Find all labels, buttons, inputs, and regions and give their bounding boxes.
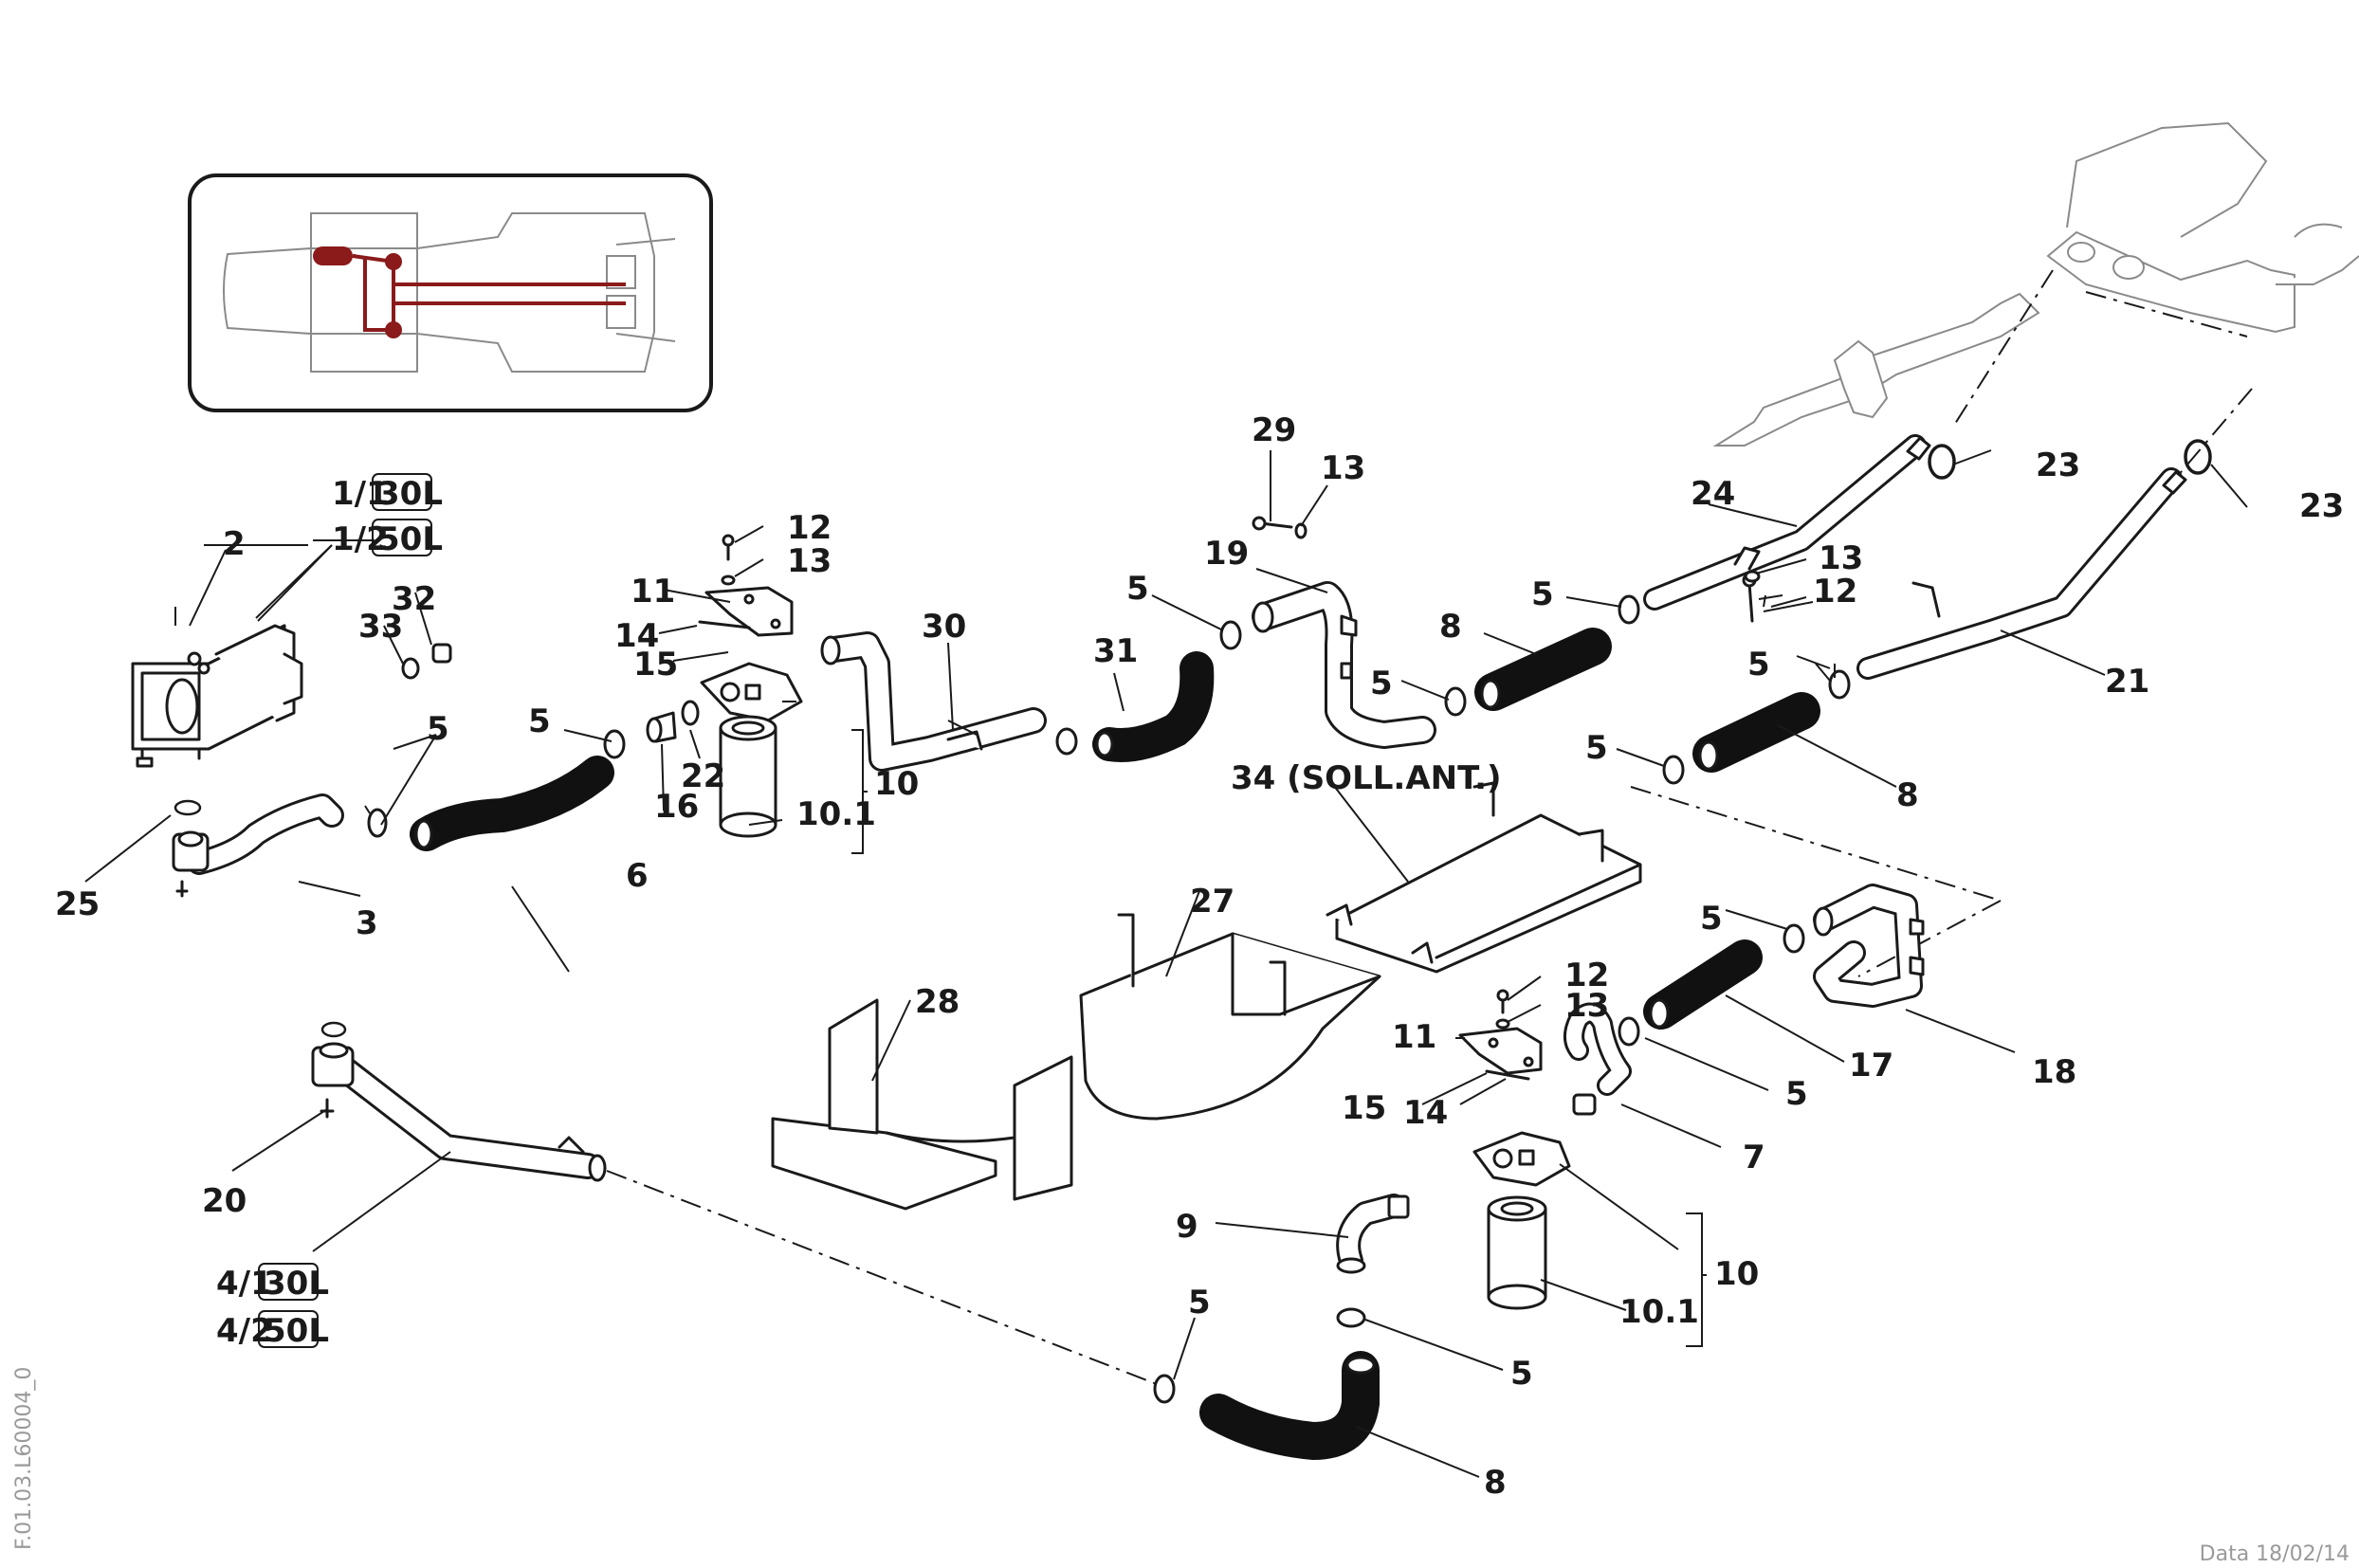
- label-15-a: 15: [633, 646, 678, 684]
- hydraulic-circuit-highlight: [313, 246, 626, 338]
- label-2: 2: [223, 525, 246, 563]
- label-28: 28: [915, 983, 960, 1021]
- diagram-date: Data 18/02/14: [2200, 1542, 2350, 1566]
- label-5-h: 5: [1700, 900, 1723, 938]
- part-labels: 1/1 30L 1/2 50L 2 3 4/1 30L 4/2 50L 5 5 …: [55, 411, 2344, 1502]
- label-5-i: 5: [1785, 1075, 1808, 1113]
- label-5-k: 5: [1510, 1355, 1533, 1393]
- tractor-frame-ghost: [1712, 121, 2359, 447]
- label-16: 16: [654, 788, 699, 826]
- label-1-2: 1/2: [332, 520, 389, 558]
- label-13-a: 13: [787, 542, 832, 580]
- label-14-a: 14: [614, 617, 659, 655]
- label-21: 21: [2105, 663, 2149, 701]
- label-10-1-b: 10.1: [1619, 1293, 1699, 1331]
- hose-clamps: [364, 594, 1851, 1404]
- filter-assembly-upper: [646, 534, 803, 838]
- label-11-a: 11: [631, 573, 675, 611]
- pipe-4: [311, 1021, 607, 1182]
- label-13-b: 13: [1321, 449, 1365, 487]
- label-15-b: 15: [1342, 1089, 1386, 1127]
- label-23-b: 23: [2299, 487, 2344, 525]
- label-4-1-capacity: 30L: [264, 1265, 329, 1303]
- metal-pipes: [820, 434, 2187, 1274]
- label-30: 30: [922, 608, 966, 646]
- assembly-lines: [606, 269, 2253, 1387]
- label-12-c: 12: [1564, 957, 1609, 994]
- label-4-1: 4/1: [216, 1265, 273, 1303]
- label-7: 7: [1743, 1139, 1765, 1176]
- label-5-e: 5: [1531, 575, 1554, 613]
- label-10-1-a: 10.1: [796, 795, 876, 833]
- label-4-2: 4/2: [216, 1312, 273, 1350]
- label-33: 33: [358, 608, 403, 646]
- label-17: 17: [1849, 1047, 1893, 1085]
- label-1-2-capacity: 50L: [377, 520, 443, 558]
- label-5-c: 5: [1126, 570, 1149, 608]
- hydraulic-pump: [131, 607, 303, 768]
- pipe-3: [172, 793, 344, 898]
- label-34: 34 (SOLL.ANT.): [1231, 759, 1502, 797]
- figure-code: F.01.03.L60004_0: [12, 1367, 36, 1550]
- label-8-a: 8: [1439, 608, 1462, 646]
- label-20: 20: [202, 1182, 247, 1220]
- label-12-a: 12: [787, 509, 832, 547]
- o-rings-23: [1928, 439, 2212, 480]
- label-5-j: 5: [1188, 1284, 1211, 1322]
- label-32: 32: [392, 580, 436, 618]
- label-29: 29: [1252, 411, 1296, 449]
- label-22: 22: [681, 757, 725, 795]
- label-1-1: 1/1: [332, 475, 389, 513]
- label-19: 19: [1204, 535, 1249, 573]
- leader-lines: [84, 449, 2248, 1478]
- label-23-a: 23: [2036, 447, 2080, 484]
- label-18: 18: [2032, 1053, 2076, 1091]
- label-27: 27: [1190, 883, 1234, 921]
- black-hoses: [410, 628, 1820, 1461]
- label-4-2-capacity: 50L: [264, 1312, 329, 1350]
- label-5-g: 5: [1585, 729, 1608, 767]
- label-11-b: 11: [1392, 1018, 1436, 1056]
- label-14-b: 14: [1403, 1094, 1448, 1132]
- label-3: 3: [356, 904, 378, 942]
- small-fittings: [401, 643, 452, 680]
- label-9: 9: [1176, 1208, 1198, 1246]
- capacity-boxes: [258, 473, 432, 1348]
- guard-34: [1326, 781, 1642, 974]
- label-12-b: 12: [1813, 573, 1857, 611]
- label-25: 25: [55, 885, 100, 923]
- label-1-1-capacity: 30L: [377, 475, 443, 513]
- label-5-d: 5: [1370, 665, 1393, 702]
- label-6: 6: [626, 857, 649, 895]
- filter-assembly-lower: [1458, 989, 1571, 1310]
- label-5-f: 5: [1747, 646, 1770, 684]
- label-10-b: 10: [1714, 1255, 1759, 1293]
- label-24: 24: [1691, 475, 1735, 513]
- label-13-c: 13: [1819, 539, 1863, 577]
- label-5-a: 5: [427, 710, 449, 748]
- label-13-d: 13: [1564, 987, 1609, 1025]
- guard-28: [771, 998, 1073, 1211]
- label-8-b: 8: [1896, 776, 1919, 814]
- label-10-a: 10: [874, 765, 919, 803]
- bolt-29: [1252, 516, 1761, 623]
- label-5-b: 5: [528, 702, 551, 740]
- locator-inset: [188, 173, 713, 412]
- label-31: 31: [1093, 632, 1138, 670]
- guard-27: [1079, 913, 1381, 1121]
- label-8-c: 8: [1484, 1464, 1507, 1502]
